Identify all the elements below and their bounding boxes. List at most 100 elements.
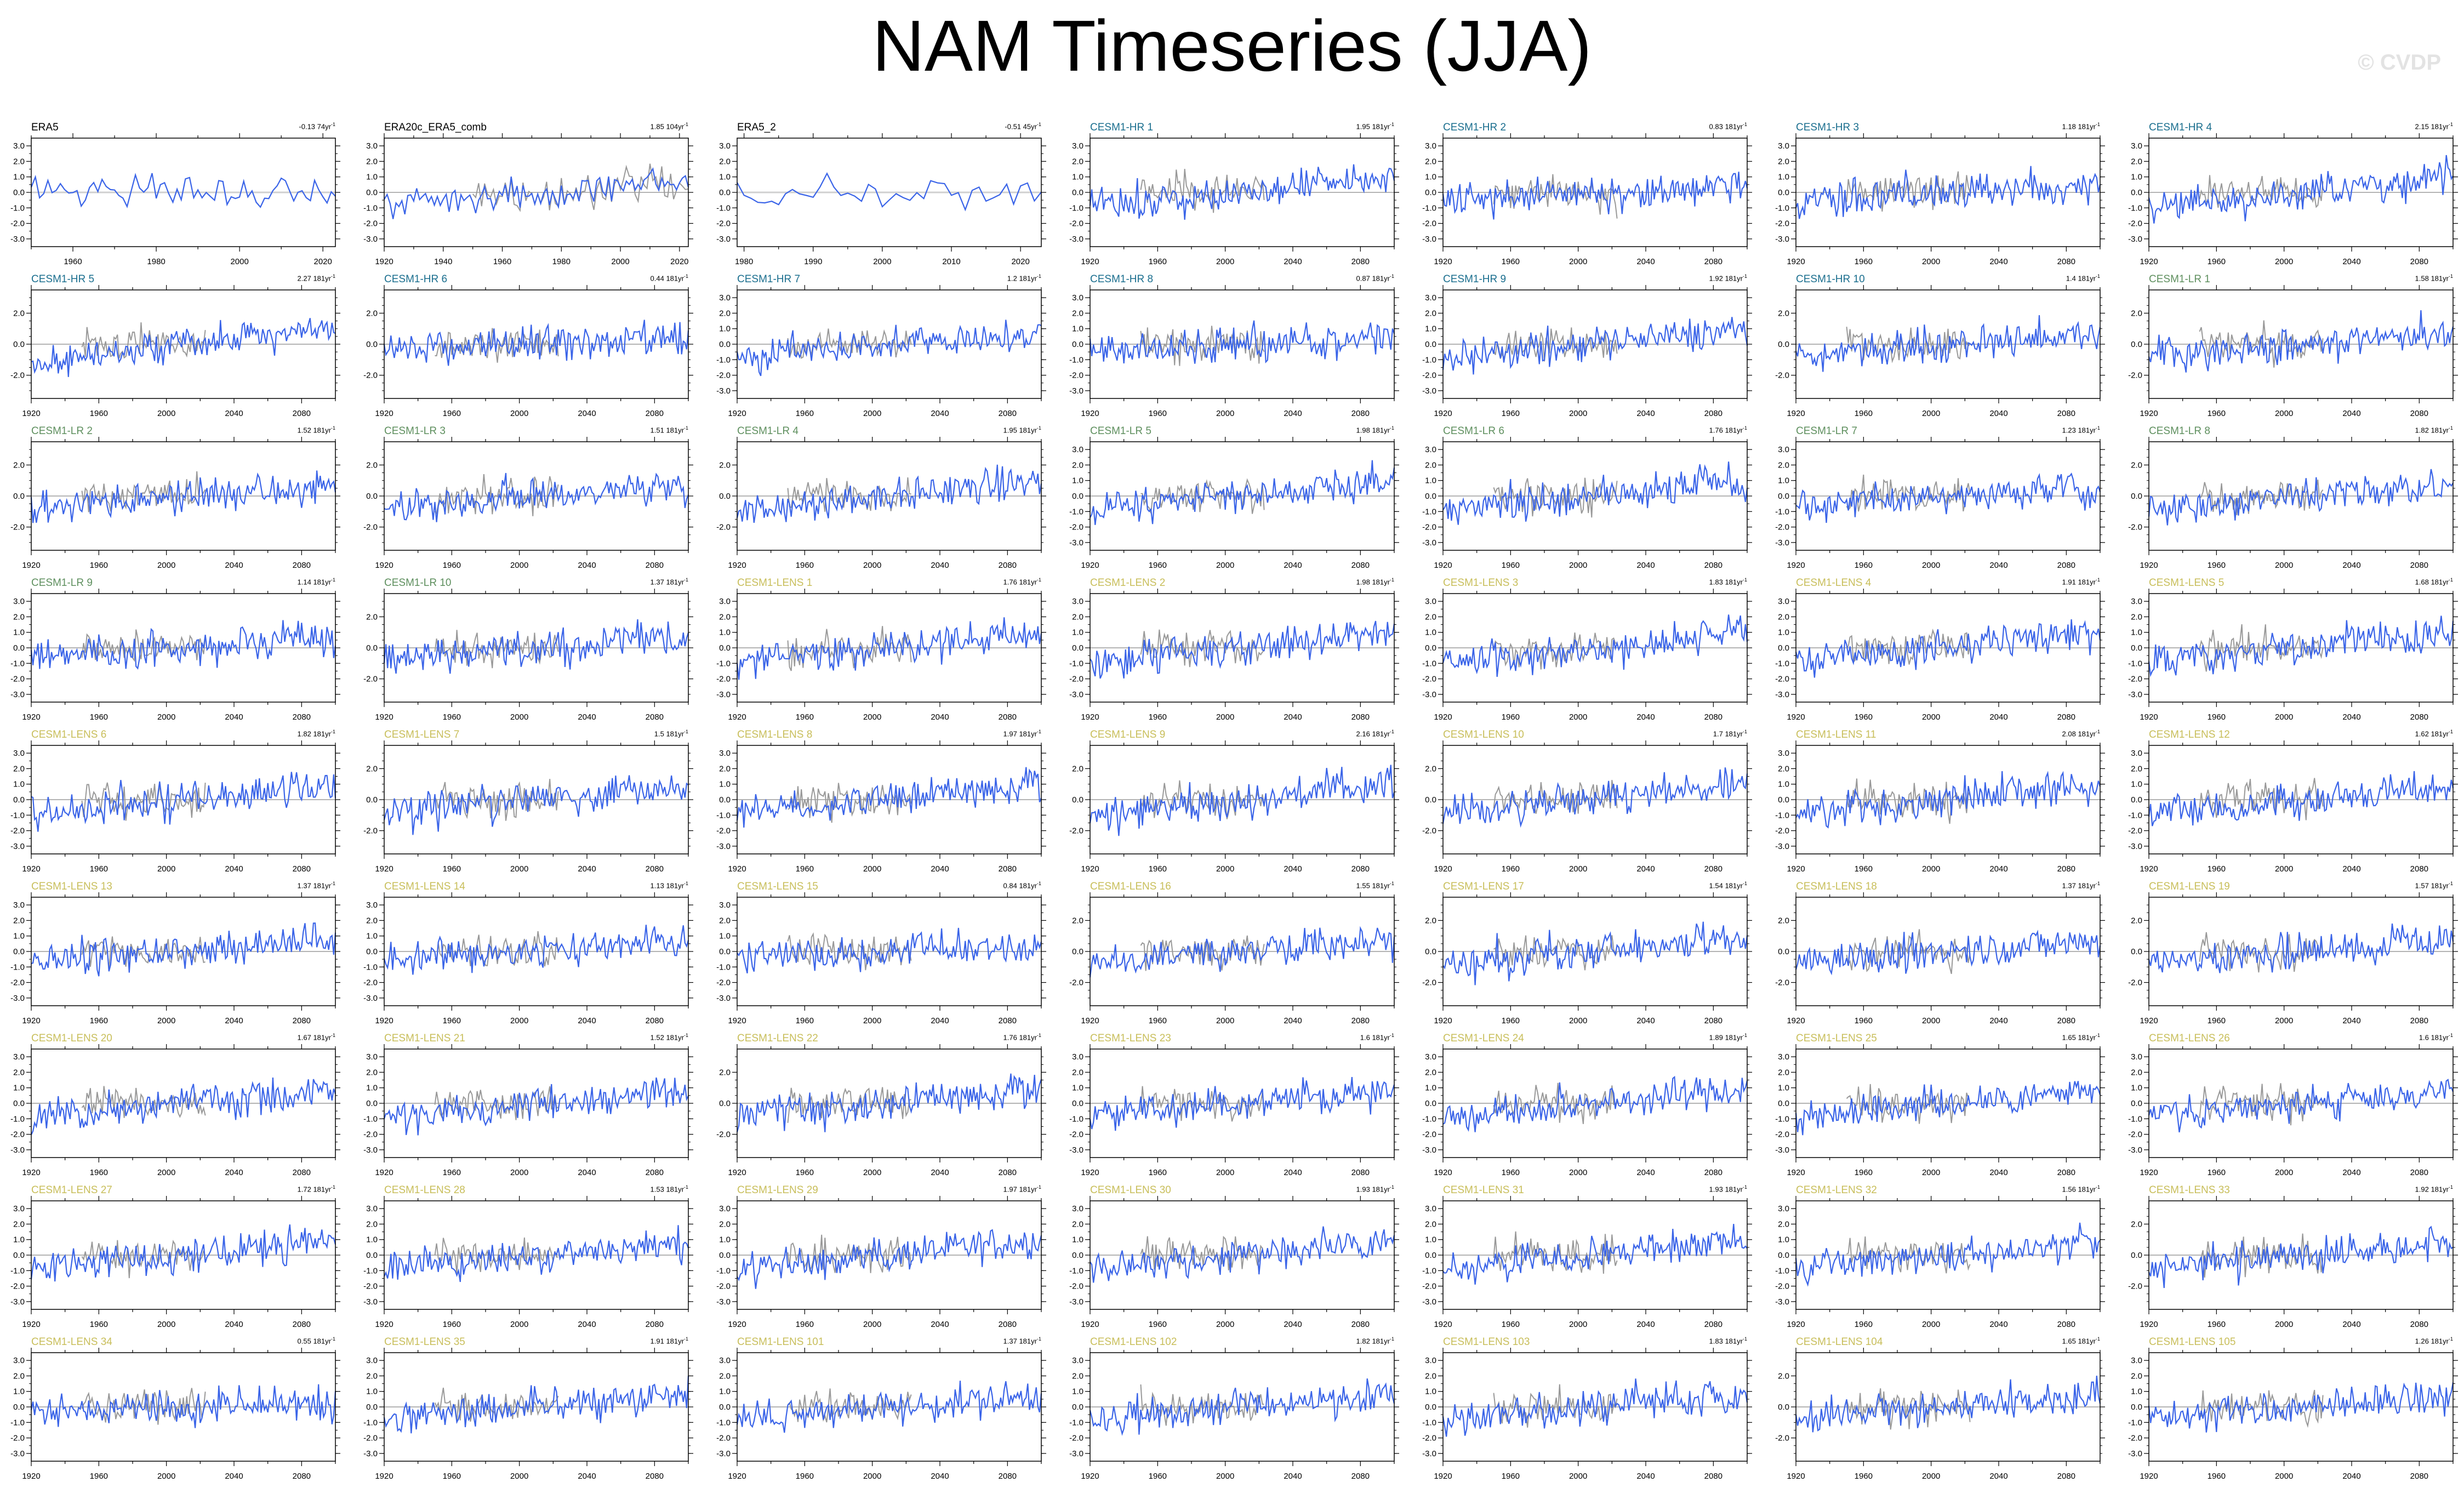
y-tick-label: 2.0 [719, 460, 731, 470]
y-tick-label: -2.0 [363, 523, 378, 532]
y-tick-label: -3.0 [1069, 235, 1083, 244]
y-tick-label: 0.0 [1778, 1251, 1789, 1260]
y-tick-label: -1.0 [10, 1114, 25, 1124]
x-tick-label: 2000 [2275, 1472, 2293, 1481]
panel-trend: 1.54 181yr-1 [1709, 881, 1748, 890]
obs-series-line [1846, 778, 1971, 824]
panel-trend: 1.55 181yr-1 [1356, 881, 1395, 890]
y-tick-label: -3.0 [716, 994, 731, 1003]
trend-value: 1.2 [1007, 274, 1017, 283]
y-tick-label: 0.0 [719, 1403, 731, 1412]
x-tick-label: 1920 [1081, 257, 1099, 266]
trend-years: 181 [1019, 274, 1031, 283]
trend-unit: yr [678, 578, 684, 586]
trend-years: 181 [2078, 274, 2090, 283]
y-tick-label: 2.0 [1425, 460, 1436, 470]
trend-unit: yr [2443, 122, 2449, 131]
x-tick-label: 2040 [2342, 1016, 2360, 1025]
series-line [1795, 166, 2101, 219]
y-tick-label: 2.0 [1778, 612, 1789, 622]
panel-trend: 1.52 181yr-1 [650, 1033, 689, 1042]
y-tick-label: -1.0 [10, 1418, 25, 1427]
x-tick-label: 2080 [999, 1320, 1017, 1329]
x-tick-label: 2000 [157, 1016, 175, 1025]
y-tick-label: 1.0 [1425, 1084, 1436, 1093]
y-tick-label: -1.0 [2128, 1418, 2142, 1427]
y-tick-label: 2.0 [2131, 1068, 2142, 1077]
y-tick-label: 3.0 [1072, 1356, 1083, 1365]
trend-unit: yr [678, 426, 684, 435]
trend-years: 45 [1023, 122, 1031, 131]
panel-title: CESM1-LENS 103 [1443, 1336, 1530, 1348]
y-tick-label: 1.0 [719, 932, 731, 941]
obs-series-line [2199, 1083, 2324, 1126]
trend-unit: yr [1384, 1185, 1390, 1194]
x-tick-label: 1960 [1149, 1168, 1167, 1177]
x-tick-label: 1920 [728, 1016, 746, 1025]
x-tick-label: 1920 [1434, 864, 1452, 874]
x-tick-label: 2040 [1989, 257, 2007, 266]
panel-title: CESM1-LENS 8 [737, 729, 813, 740]
y-tick-label: -3.0 [10, 1449, 25, 1458]
x-tick-label: 1960 [443, 864, 461, 874]
x-tick-label: 1920 [728, 1472, 746, 1481]
figure-title: NAM Timeseries (JJA) [872, 5, 1592, 86]
y-tick-label: 0.0 [13, 492, 25, 501]
x-tick-label: 2080 [293, 409, 311, 418]
trend-unit: yr [1031, 881, 1037, 890]
trend-value: 1.37 [297, 881, 311, 890]
trend-value: 1.93 [1709, 1185, 1723, 1194]
y-tick-label: 1.0 [719, 628, 731, 637]
x-tick-label: 2040 [1636, 1168, 1655, 1177]
trend-value: 2.08 [2062, 729, 2076, 738]
trend-unit: yr [1384, 274, 1390, 283]
x-tick-label: 1960 [1502, 1320, 1520, 1329]
panel-title: CESM1-HR 6 [384, 273, 448, 285]
y-tick-label: -2.0 [1069, 1282, 1083, 1291]
x-tick-label: 1920 [22, 1168, 40, 1177]
y-tick-label: 1.0 [1425, 173, 1436, 182]
panel-trend: 1.76 181yr-1 [1003, 577, 1042, 586]
y-tick-label: 0.0 [13, 1099, 25, 1108]
y-tick-label: 2.0 [1072, 460, 1083, 470]
x-tick-label: 1960 [796, 713, 814, 722]
panel-title: CESM1-LR 7 [1796, 425, 1857, 437]
y-tick-label: 0.0 [2131, 188, 2142, 197]
y-tick-label: -1.0 [1069, 507, 1083, 516]
x-tick-label: 2080 [999, 864, 1017, 874]
x-tick-label: 2040 [2342, 1472, 2360, 1481]
panel-trend: 1.82 181yr-1 [2415, 425, 2454, 435]
y-tick-label: 1.0 [366, 1235, 378, 1245]
x-tick-label: 2040 [1284, 864, 1302, 874]
y-tick-label: -3.0 [10, 1145, 25, 1155]
panel-trend: 1.76 181yr-1 [1709, 425, 1748, 435]
trend-unit: yr [325, 1185, 331, 1194]
x-tick-label: 2080 [646, 1320, 664, 1329]
trend-value: 1.67 [297, 1033, 311, 1042]
y-tick-label: 3.0 [2131, 749, 2142, 758]
x-tick-label: 2080 [999, 561, 1017, 570]
trend-unit: yr [1737, 1185, 1743, 1194]
x-tick-label: 2040 [1636, 257, 1655, 266]
x-tick-label: 1920 [2140, 713, 2158, 722]
y-tick-label: -3.0 [1069, 386, 1083, 396]
panel-title: CESM1-LENS 11 [1796, 729, 1876, 740]
trend-unit: yr [1737, 1337, 1743, 1346]
trend-unit: yr [1384, 729, 1390, 738]
y-tick-label: -3.0 [363, 1449, 378, 1458]
trend-years: 181 [2078, 122, 2090, 131]
panel-title: CESM1-LENS 35 [384, 1336, 465, 1348]
x-tick-label: 2040 [2342, 561, 2360, 570]
y-tick-label: 0.0 [1072, 947, 1083, 956]
y-tick-label: 3.0 [13, 1204, 25, 1213]
panel-trend: 1.65 181yr-1 [2062, 1336, 2101, 1346]
y-tick-label: 3.0 [719, 293, 731, 303]
